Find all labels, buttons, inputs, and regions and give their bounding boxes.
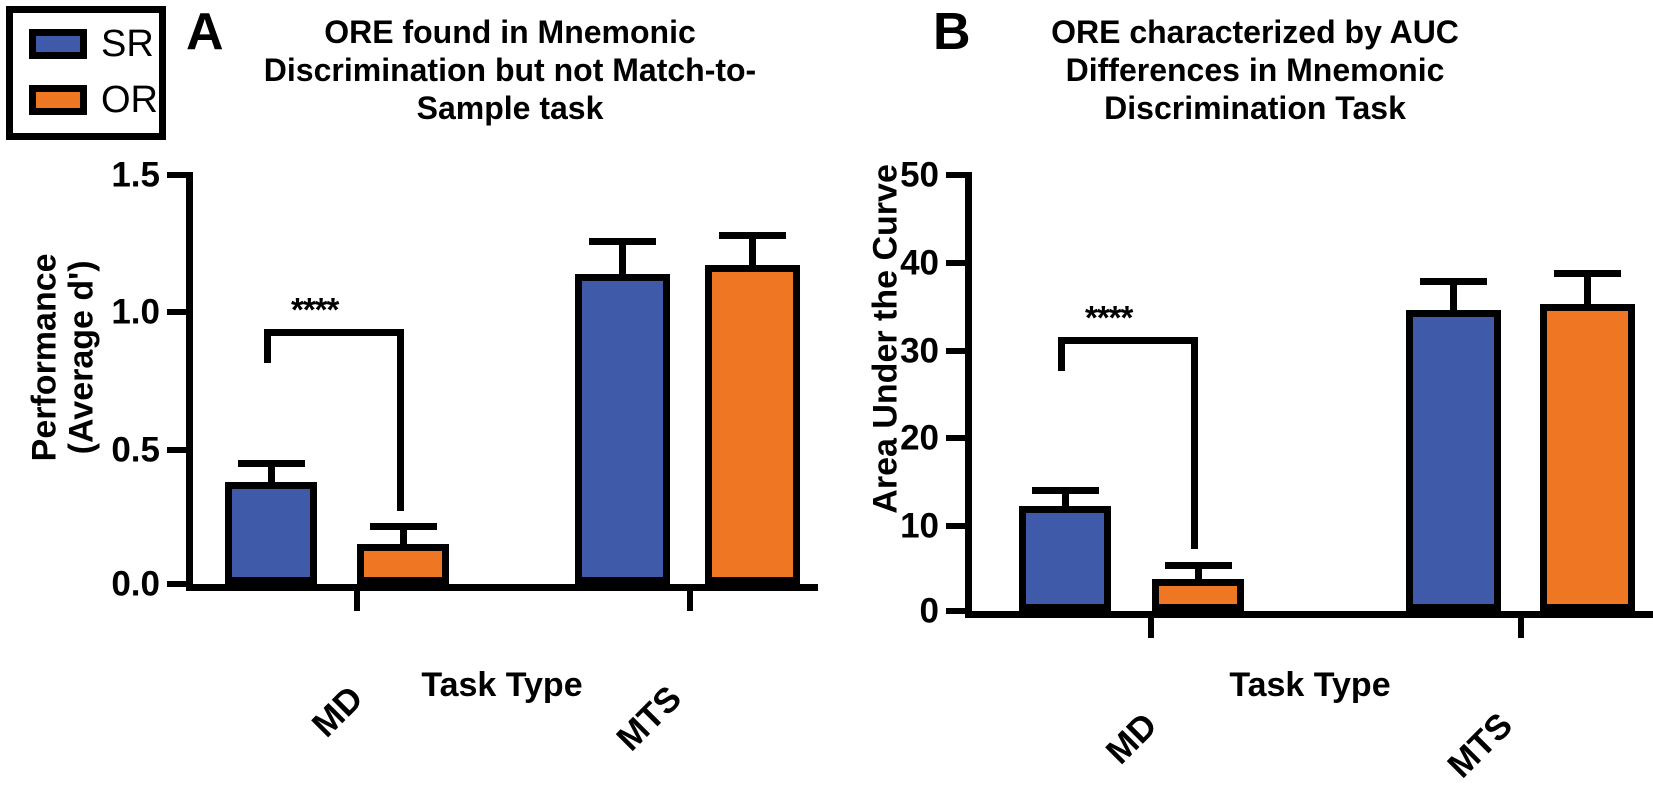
errorbar-stem-mts-sr [619,240,626,274]
panel-b-xtick-label-mts: MTS [1440,705,1521,785]
panel-a-xtick-md: MD [305,591,371,745]
errorbar-cap-mts-sr [1420,278,1487,285]
panel-b-xtick-label-md: MD [1098,705,1165,772]
bar-mts-or [705,265,800,584]
panel-a-ytick-0_5: 0.5 [111,433,186,468]
legend-item-or: OR [29,81,158,119]
bar-md-sr [1019,506,1111,611]
panel-a-ytick-label-1_0: 1.0 [111,292,160,332]
sig-stars-md: **** [291,291,339,328]
panel-a-title: ORE found in Mnemonic Discrimination but… [263,14,757,126]
panel-b-xtick-md: MD [1099,618,1165,772]
errorbar-cap-mts-sr [589,238,656,245]
panel-a-ytick-1_0: 1.0 [111,295,186,330]
sig-bracket-arm-left-md [1058,337,1065,371]
legend-item-sr: SR [29,25,154,63]
panel-b-ytick-30: 30 [900,334,965,369]
errorbar-cap-mts-or [719,232,786,239]
sig-bracket-top-md [1058,337,1198,344]
panel-b-ytick-label-10: 10 [900,506,939,546]
errorbar-cap-md-sr [238,460,305,467]
errorbar-cap-mts-or [1554,270,1621,277]
legend-swatch-or [29,85,87,115]
panel-b-y-axis-line [965,172,972,611]
panel-a-letter: A [186,3,224,61]
panel-a-y-axis-line [186,172,193,584]
panel-a-ytick-label-1_5: 1.5 [111,155,160,195]
legend-swatch-sr [29,29,87,59]
panel-b-x-axis-title: Task Type [1229,666,1391,704]
panel-a-ytick-label-0_5: 0.5 [111,430,160,470]
panel-b-letter: B [933,3,971,61]
sig-bracket-arm-right-md [1191,337,1198,549]
bar-md-or [1152,579,1244,611]
panel-a-xtick-mts: MTS [609,591,693,758]
bar-md-or [357,544,449,584]
errorbar-stem-mts-sr [1450,279,1457,310]
panel-b-ytick-label-20: 20 [900,418,939,458]
errorbar-stem-mts-or [1584,271,1591,304]
errorbar-stem-md-or [399,524,407,544]
panel-b-title: ORE characterized by AUC Differences in … [1051,14,1459,126]
panel-a-x-axis-title: Task Type [421,666,583,704]
panel-b-plot-area: 50 40 30 20 10 0 [900,158,1653,785]
panel-b-xtick-mts: MTS [1440,618,1524,785]
panel-a: A ORE found in Mnemonic Discrimination b… [0,0,826,758]
panel-b-ytick-20: 20 [900,421,965,456]
legend: SR OR [6,6,166,140]
panel-b-x-axis-line [965,611,1653,618]
legend-label-sr: SR [101,23,154,65]
panel-b: B ORE characterized by AUC Differences i… [827,0,1653,785]
errorbar-stem-md-sr [1061,488,1069,506]
panel-a-ytick-0_0: 0.0 [111,567,186,602]
errorbar-cap-md-or [1165,562,1232,569]
errorbar-cap-md-or [370,523,437,530]
errorbar-stem-md-sr [267,463,275,482]
sig-bracket-arm-right-md [397,329,404,511]
sig-bracket-arm-left-md [264,329,271,363]
errorbar-stem-md-or [1194,563,1202,579]
panel-b-ytick-label-30: 30 [900,331,939,371]
panel-a-ytick-1_5: 1.5 [111,158,186,193]
panel-b-ytick-10: 10 [900,509,965,544]
panel-b-ytick-label-40: 40 [900,243,939,283]
panel-a-y-axis-title: Performance (Average d') [25,253,101,462]
bar-md-sr [225,482,317,584]
sig-stars-md: **** [1085,299,1133,336]
panel-a-plot-area: 1.5 1.0 0.5 0.0 [111,158,818,758]
errorbar-stem-mts-or [749,234,756,265]
panel-a-x-axis-line [186,584,818,591]
panel-b-ytick-0: 0 [920,594,965,629]
bar-mts-sr [575,274,670,584]
panel-b-ytick-50: 50 [900,158,965,193]
errorbar-cap-md-sr [1032,487,1099,494]
sig-bracket-top-md [264,329,404,336]
bar-mts-or [1540,304,1635,611]
bar-mts-sr [1406,310,1501,611]
legend-label-or: OR [101,79,158,121]
panel-b-ytick-label-50: 50 [900,155,939,195]
panel-b-ytick-label-0: 0 [919,591,939,631]
panel-a-ytick-label-0_0: 0.0 [111,564,160,604]
panel-b-ytick-40: 40 [900,246,965,281]
